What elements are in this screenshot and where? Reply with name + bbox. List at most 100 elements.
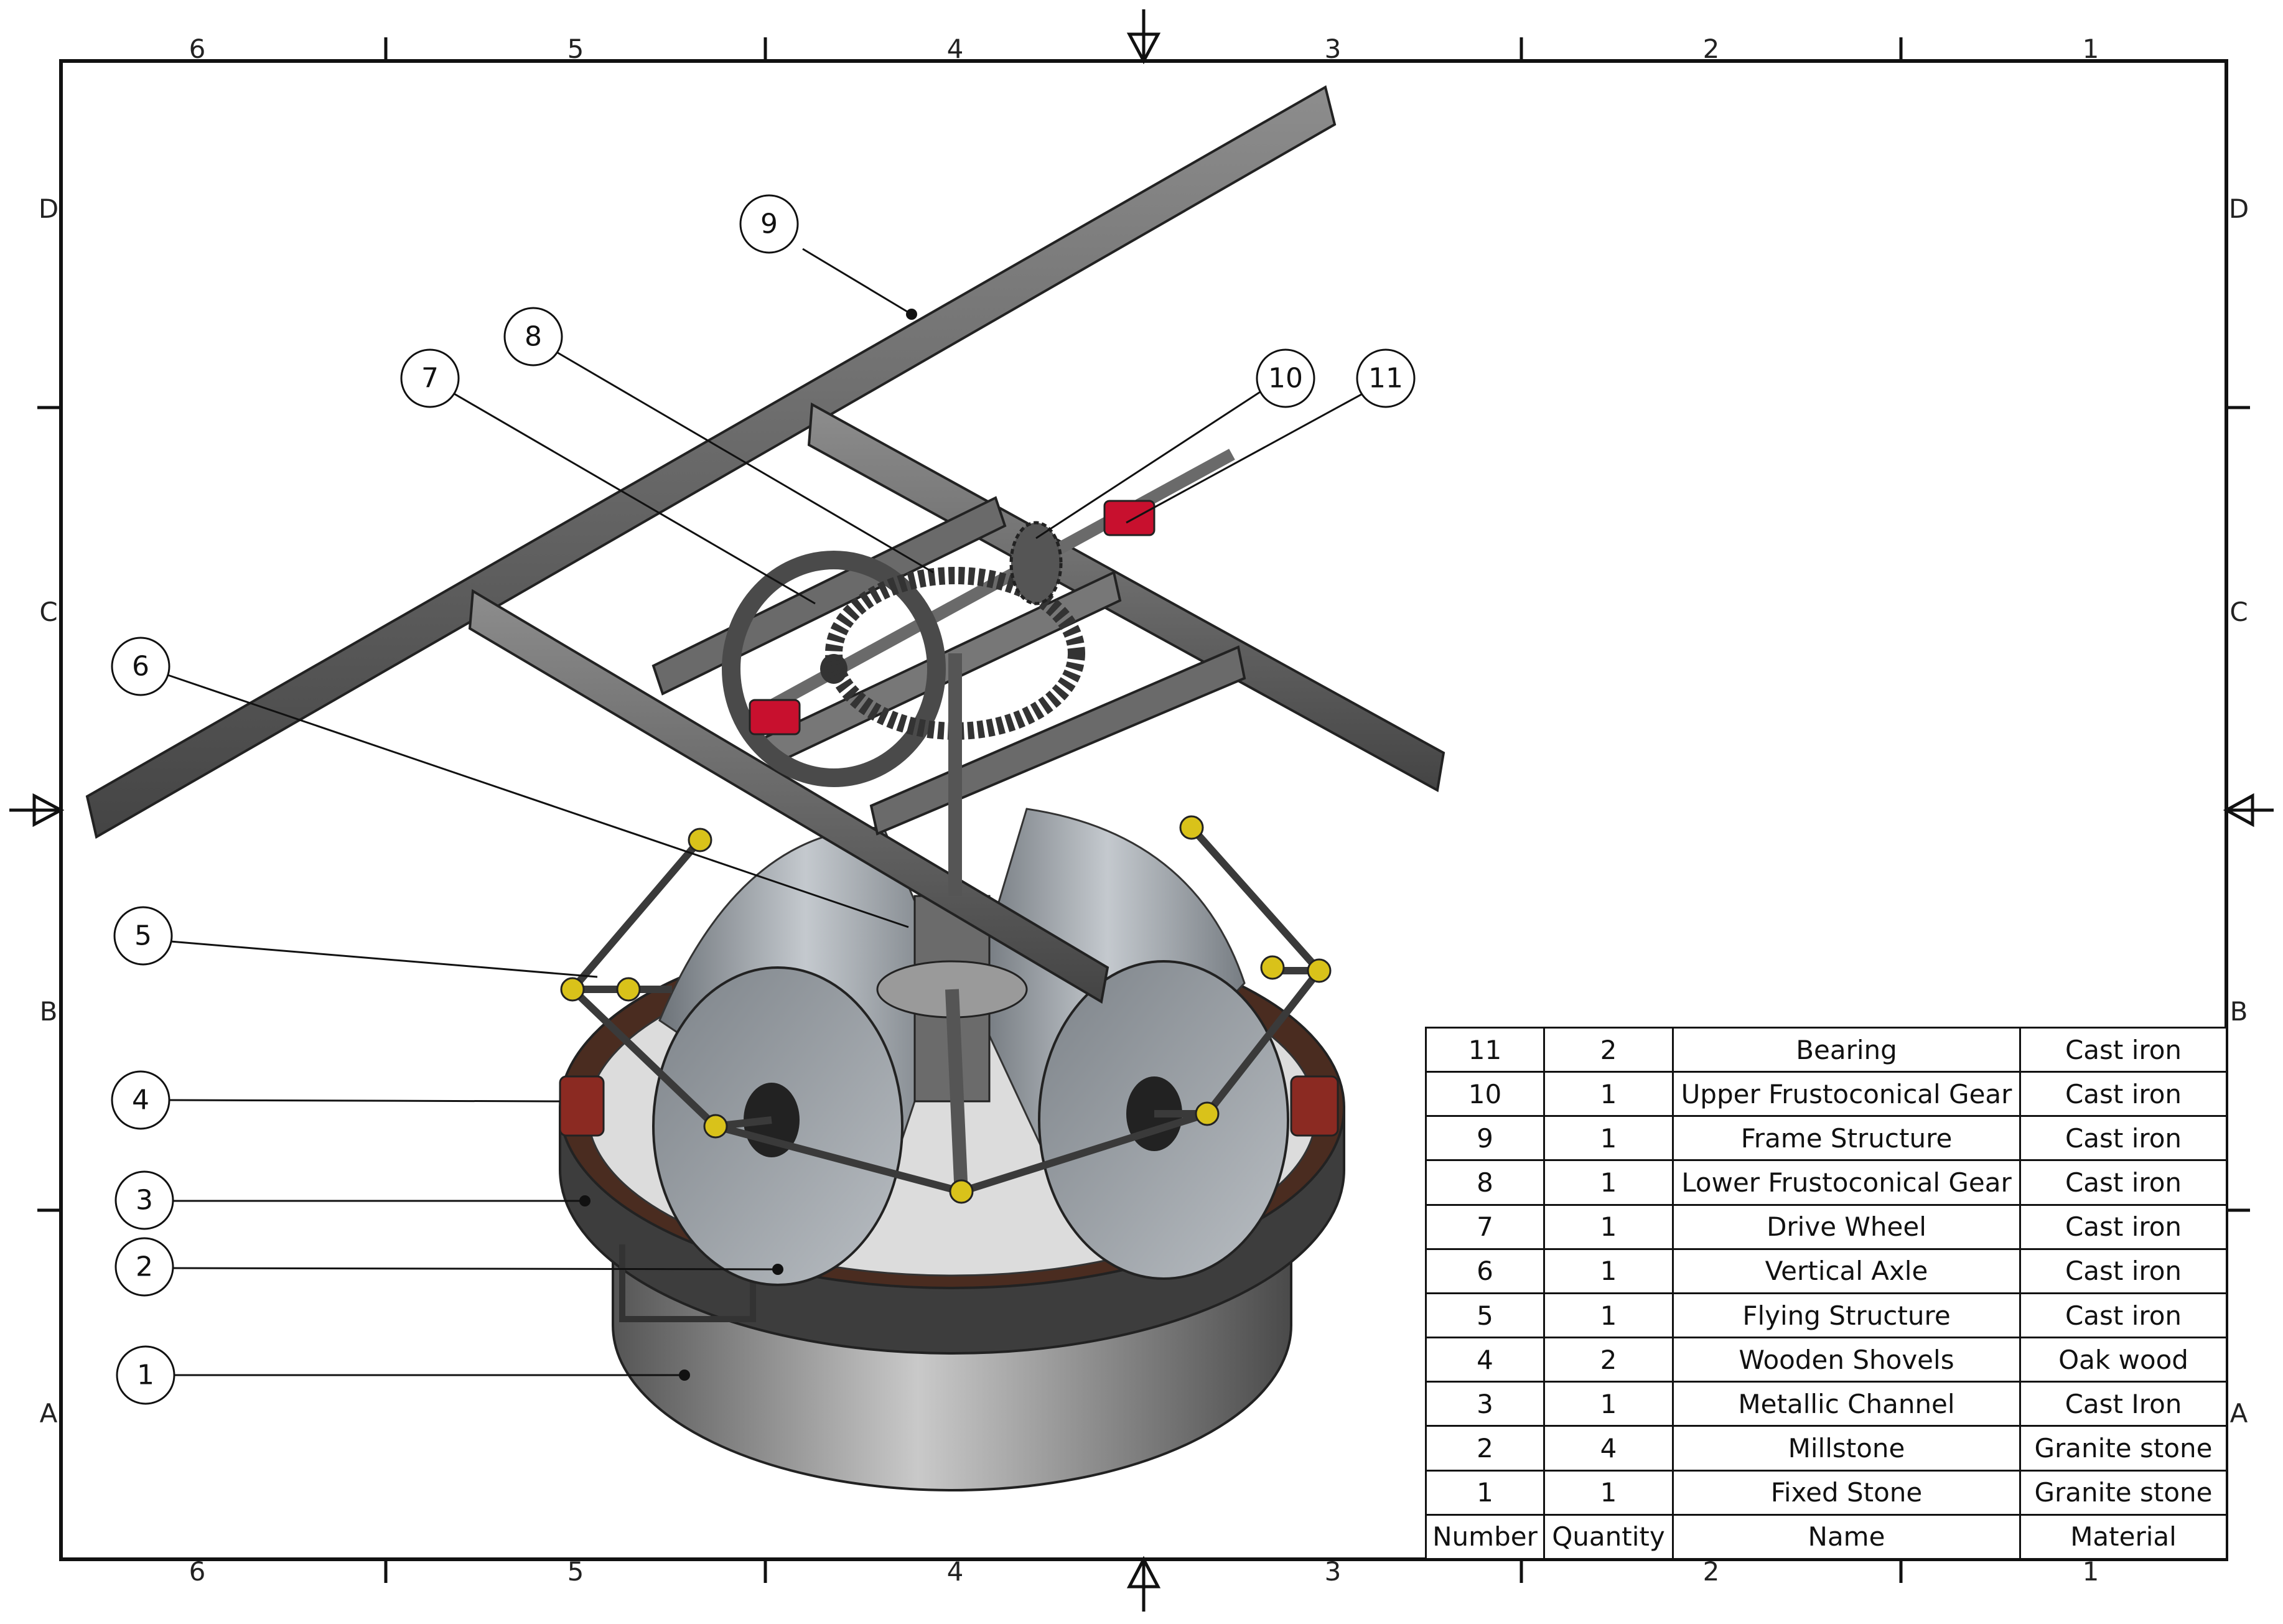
zone-row-right-d: D xyxy=(2229,194,2249,224)
bom-cell-number: 7 xyxy=(1425,1203,1545,1250)
bom-cell-material: Oak wood xyxy=(2019,1337,2228,1383)
bom-cell-name: Metallic Channel xyxy=(1672,1381,2021,1427)
balloon-8: 8 xyxy=(525,321,542,353)
centering-arrows xyxy=(9,9,2274,1612)
zone-ticks xyxy=(37,37,2250,1583)
bom-cell-quantity: 2 xyxy=(1543,1026,1674,1073)
upper-gear xyxy=(1009,521,1063,605)
balloon-2: 2 xyxy=(136,1251,153,1283)
zone-row-right-b: B xyxy=(2230,996,2248,1027)
bom-cell-number: 3 xyxy=(1425,1381,1545,1427)
zone-row-right-a: A xyxy=(2230,1398,2248,1429)
bom-cell-material: Cast Iron xyxy=(2019,1381,2228,1427)
zone-labels: 6 5 4 3 2 1 6 5 4 3 2 1 D C B A D C B A xyxy=(39,34,2249,1587)
bom-cell-quantity: 1 xyxy=(1543,1292,1674,1339)
bom-header-name: Name xyxy=(1672,1513,2021,1561)
bom-cell-quantity: 1 xyxy=(1543,1071,1674,1118)
millstone-assembly xyxy=(85,85,1445,1491)
vertical-axle xyxy=(876,895,1028,1195)
zone-row-left-c: C xyxy=(39,597,57,627)
bom-header-quantity: Quantity xyxy=(1543,1513,1674,1561)
zone-col-bottom-1: 1 xyxy=(2083,1556,2099,1587)
frame-structure xyxy=(85,85,1445,1004)
balloon-1: 1 xyxy=(137,1360,154,1391)
balloon-7: 7 xyxy=(421,363,439,394)
bom-cell-name: Vertical Axle xyxy=(1672,1248,2021,1294)
wooden-shovels xyxy=(559,1075,1339,1137)
balloon-3: 3 xyxy=(136,1185,153,1216)
bom-cell-quantity: 1 xyxy=(1543,1159,1674,1206)
balloon-10: 10 xyxy=(1268,363,1303,394)
bom-cell-number: 8 xyxy=(1425,1159,1545,1206)
balloon-6: 6 xyxy=(132,651,149,683)
bom-cell-material: Granite stone xyxy=(2019,1425,2228,1472)
bom-cell-quantity: 1 xyxy=(1543,1115,1674,1162)
bearings xyxy=(749,500,1156,735)
flying-structure-joints xyxy=(560,815,1332,1204)
balloon-labels: 1 2 3 4 5 6 7 8 9 10 11 xyxy=(132,208,1403,1391)
bom-cell-number: 10 xyxy=(1425,1071,1545,1118)
bom-cell-number: 6 xyxy=(1425,1248,1545,1294)
bom-cell-material: Cast iron xyxy=(2019,1159,2228,1206)
bom-cell-material: Cast iron xyxy=(2019,1115,2228,1162)
bom-cell-name: Wooden Shovels xyxy=(1672,1337,2021,1383)
bom-cell-name: Drive Wheel xyxy=(1672,1203,2021,1250)
zone-col-top-4: 4 xyxy=(947,34,964,64)
bom-cell-number: 1 xyxy=(1425,1469,1545,1516)
zone-row-left-a: A xyxy=(40,1398,58,1429)
balloon-11: 11 xyxy=(1368,363,1403,394)
zone-row-left-d: D xyxy=(39,194,58,224)
bom-cell-quantity: 1 xyxy=(1543,1248,1674,1294)
bom-cell-name: Frame Structure xyxy=(1672,1115,2021,1162)
zone-col-top-2: 2 xyxy=(1703,34,1720,64)
bom-cell-quantity: 1 xyxy=(1543,1203,1674,1250)
zone-col-bottom-4: 4 xyxy=(947,1556,964,1587)
bom-cell-quantity: 2 xyxy=(1543,1337,1674,1383)
bom-cell-number: 11 xyxy=(1425,1026,1545,1073)
bom-cell-name: Fixed Stone xyxy=(1672,1469,2021,1516)
zone-col-bottom-6: 6 xyxy=(189,1556,206,1587)
bom-cell-name: Lower Frustoconical Gear xyxy=(1672,1159,2021,1206)
balloons xyxy=(111,194,1416,1405)
zone-col-top-5: 5 xyxy=(567,34,584,64)
bom-cell-quantity: 4 xyxy=(1543,1425,1674,1472)
bom-cell-number: 5 xyxy=(1425,1292,1545,1339)
zone-row-left-b: B xyxy=(40,996,58,1027)
bom-header-number: Number xyxy=(1425,1513,1545,1561)
leader-lines xyxy=(167,248,1366,1376)
zone-col-top-1: 1 xyxy=(2083,34,2099,64)
bom-cell-material: Cast iron xyxy=(2019,1071,2228,1118)
bom-cell-material: Cast iron xyxy=(2019,1026,2228,1073)
bom-header-material: Material xyxy=(2019,1513,2228,1561)
bom-cell-material: Cast iron xyxy=(2019,1248,2228,1294)
bom-cell-name: Bearing xyxy=(1672,1026,2021,1073)
zone-col-top-6: 6 xyxy=(189,34,206,64)
bom-cell-material: Granite stone xyxy=(2019,1469,2228,1516)
bom-cell-quantity: 1 xyxy=(1543,1381,1674,1427)
zone-col-top-3: 3 xyxy=(1325,34,1342,64)
balloon-9: 9 xyxy=(760,208,778,240)
zone-col-bottom-2: 2 xyxy=(1703,1556,1720,1587)
bom-cell-name: Millstone xyxy=(1672,1425,2021,1472)
zone-col-bottom-3: 3 xyxy=(1325,1556,1342,1587)
lower-gear xyxy=(825,567,1085,896)
zone-row-right-c: C xyxy=(2229,597,2248,627)
bom-cell-quantity: 1 xyxy=(1543,1469,1674,1516)
zone-col-bottom-5: 5 xyxy=(567,1556,584,1587)
bom-cell-name: Upper Frustoconical Gear xyxy=(1672,1071,2021,1118)
bom-cell-material: Cast iron xyxy=(2019,1292,2228,1339)
